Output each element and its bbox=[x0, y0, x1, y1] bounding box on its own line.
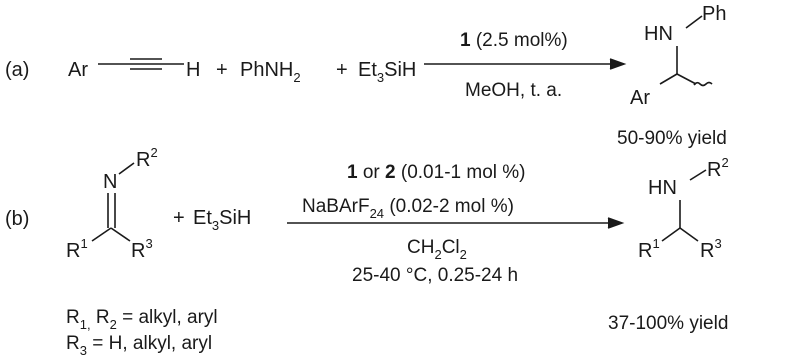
r-superscript: 3 bbox=[714, 236, 721, 251]
n-r2-bond bbox=[118, 162, 135, 175]
reaction-arrow-b bbox=[287, 217, 625, 229]
product-amine-hn: HN bbox=[644, 23, 673, 45]
substituent-definition: R1, R2 = alkyl, aryl bbox=[66, 307, 218, 332]
substituent-scope: = H, alkyl, aryl bbox=[87, 333, 212, 354]
catalyst-loading: (0.01-1 mol %) bbox=[396, 162, 526, 183]
silane-et: Et bbox=[193, 207, 212, 229]
r-superscript: 2 bbox=[721, 155, 728, 170]
c-r3-bond bbox=[110, 227, 131, 242]
c-methyl-bond bbox=[676, 73, 697, 85]
r-letter: R bbox=[66, 307, 80, 328]
conditions-b: 25-40 °C, 0.25-24 h bbox=[352, 265, 518, 286]
c-ar-bond bbox=[659, 73, 678, 85]
n-r2-bond bbox=[689, 169, 707, 181]
solvent-b: CH2Cl2 bbox=[407, 237, 467, 262]
product-amine-hn: HN bbox=[648, 177, 677, 199]
additive-b: NaBArF24 (0.02-2 mol %) bbox=[302, 196, 514, 221]
substituent-scope: = alkyl, aryl bbox=[117, 307, 218, 328]
alkyne-ar: Ar bbox=[68, 59, 88, 81]
additive-main: NaBArF bbox=[302, 196, 370, 217]
catalyst-id-1: 1 bbox=[347, 162, 358, 183]
aniline-main: PhNH bbox=[240, 59, 293, 81]
r-subscript: 3 bbox=[80, 343, 87, 358]
substituent-definition: R3 = H, alkyl, aryl bbox=[66, 333, 212, 358]
r-letter: R bbox=[66, 333, 80, 354]
r-subscript: 2 bbox=[110, 317, 117, 332]
catalyst-id: 1 bbox=[460, 30, 471, 51]
wavy-bond-icon bbox=[693, 81, 713, 87]
catalyst-id-2: 2 bbox=[385, 162, 396, 183]
product-r1: R1 bbox=[638, 236, 660, 262]
silane-subscript: 3 bbox=[212, 218, 219, 233]
solvent-ch: CH bbox=[407, 237, 434, 258]
silane-subscript: 3 bbox=[377, 70, 384, 85]
yield-a: 50-90% yield bbox=[617, 128, 727, 149]
r-superscript: 1 bbox=[652, 236, 659, 251]
n-ph-bond bbox=[685, 15, 703, 29]
product-b-structure: HN R2 R1 R3 bbox=[638, 155, 729, 262]
aniline-formula: PhNH2 bbox=[240, 59, 301, 85]
scheme-a-label: (a) bbox=[5, 59, 29, 81]
triethylsilane-formula: Et3SiH bbox=[193, 207, 251, 233]
r-letter: R bbox=[700, 240, 714, 262]
product-r3: R3 bbox=[700, 236, 722, 262]
r-letter: R bbox=[131, 240, 145, 262]
r-subscript: 1, bbox=[80, 317, 91, 332]
triethylsilane-formula: Et3SiH bbox=[358, 59, 416, 85]
scheme-b-label: (b) bbox=[5, 208, 29, 230]
imine-nitrogen: N bbox=[103, 171, 117, 193]
c-r1-bond bbox=[661, 227, 681, 242]
r-superscript: 2 bbox=[150, 145, 157, 160]
r-letter: R bbox=[66, 240, 80, 262]
catalyst-loading: (2.5 mol%) bbox=[471, 30, 568, 51]
c-r3-bond bbox=[679, 227, 699, 242]
solvent-subscript-1: 2 bbox=[434, 247, 441, 262]
additive-subscript: 24 bbox=[370, 206, 384, 221]
r-superscript: 1 bbox=[80, 236, 87, 251]
silane-et: Et bbox=[358, 59, 377, 81]
scheme-b: (b) N R2 R1 R3 + Et3SiH 1 or 2 (0.01-1 m… bbox=[5, 145, 729, 358]
r-letter: R bbox=[707, 159, 721, 181]
alkyne-h: H bbox=[186, 59, 200, 81]
catalyst-loading-b: 1 or 2 (0.01-1 mol %) bbox=[347, 162, 525, 183]
plus-sign: + bbox=[216, 59, 228, 81]
product-a-structure: HN Ph Ar bbox=[630, 3, 726, 109]
r-letter: R bbox=[638, 240, 652, 262]
solvent-subscript-2: 2 bbox=[460, 247, 467, 262]
conditions-a: MeOH, t. a. bbox=[465, 80, 562, 101]
imine-r2: R2 bbox=[136, 145, 158, 171]
plus-sign: + bbox=[336, 59, 348, 81]
product-aryl: Ar bbox=[630, 87, 650, 109]
imine-r1: R1 bbox=[66, 236, 88, 262]
silane-sih: SiH bbox=[219, 207, 251, 229]
aniline-subscript: 2 bbox=[293, 70, 300, 85]
catalyst-or: or bbox=[358, 162, 385, 183]
scheme-a: (a) Ar H + PhNH2 + Et3SiH 1 (2.5 mol%) M… bbox=[5, 3, 727, 149]
imine-r3: R3 bbox=[131, 236, 153, 262]
r-superscript: 3 bbox=[145, 236, 152, 251]
r-letter: R bbox=[91, 307, 110, 328]
c-r1-bond bbox=[91, 227, 112, 242]
arrow-head bbox=[607, 217, 625, 229]
reaction-arrow-a bbox=[424, 58, 627, 70]
additive-loading: (0.02-2 mol %) bbox=[384, 196, 514, 217]
terminal-alkyne: Ar H bbox=[68, 58, 200, 81]
imine-structure: N R2 R1 R3 bbox=[66, 145, 158, 262]
arrow-head bbox=[609, 58, 627, 70]
solvent-cl: Cl bbox=[442, 237, 460, 258]
catalyst-loading-a: 1 (2.5 mol%) bbox=[460, 30, 568, 51]
plus-sign: + bbox=[173, 207, 185, 229]
silane-sih: SiH bbox=[384, 59, 416, 81]
product-r2: R2 bbox=[707, 155, 729, 181]
r-letter: R bbox=[136, 149, 150, 171]
product-phenyl: Ph bbox=[702, 3, 726, 25]
yield-b: 37-100% yield bbox=[608, 313, 728, 334]
